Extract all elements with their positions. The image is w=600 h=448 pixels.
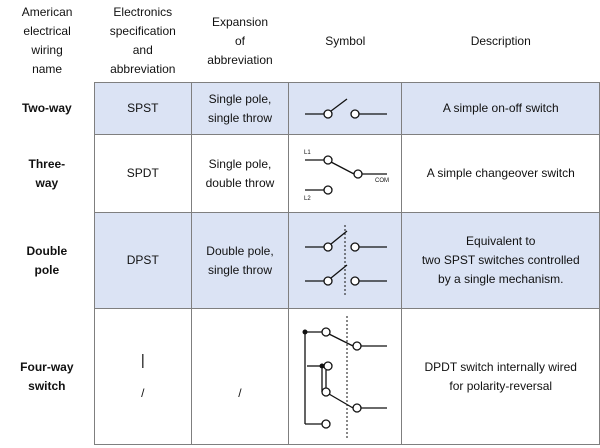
row-expansion-line: / [238, 386, 242, 400]
header-symbol: Symbol [325, 33, 366, 48]
l2-label: L2 [304, 196, 311, 202]
row-expansion-line: double throw [205, 175, 275, 190]
row-name: Three- way [0, 135, 94, 213]
header-name-line: name [32, 62, 63, 77]
header-expansion-line: of [234, 33, 245, 48]
row-name-line: Two-way [21, 101, 72, 115]
row-abbr-line: | [140, 351, 145, 369]
header-name-line: American [21, 5, 73, 20]
row-description-line: by a single mechanism. [438, 272, 564, 286]
dpst-switch-icon [305, 224, 388, 297]
row-description: A simple changeover switch [401, 134, 600, 213]
row-symbol [288, 308, 403, 445]
table-row: Three- way SPDT Single pole, double thro… [0, 134, 600, 213]
table-row: Four-way switch | / / [0, 308, 600, 445]
spdt-switch-icon: L1 COM L2 [304, 150, 389, 202]
row-name: Double pole [0, 213, 94, 309]
header-spec-line: Electronics [113, 5, 173, 19]
header-row: American electrical wiring name Electron… [0, 0, 600, 83]
row-symbol [288, 82, 403, 135]
row-expansion: Double pole, single throw [190, 212, 290, 309]
row-description: A simple on-off switch [401, 82, 600, 135]
com-label: COM [375, 178, 389, 184]
header-description: Description [470, 33, 531, 48]
row-expansion-line: Double pole, [206, 243, 274, 258]
header-name: American electrical wiring name [0, 0, 94, 83]
row-expansion: Single pole, double throw [190, 134, 290, 213]
row-name-line: Three- [28, 156, 66, 171]
row-expansion-line: single throw [207, 110, 272, 125]
table-row: Double pole DPST Double pole, single thr… [0, 212, 600, 309]
header-spec-line: and [132, 43, 153, 57]
table-row: Two-way SPST Single pole, single throw A… [0, 82, 600, 135]
row-description-line: two SPST switches controlled [421, 253, 580, 267]
spst-switch-icon [305, 97, 388, 119]
row-name-line: way [35, 175, 59, 190]
row-abbr: | / [93, 308, 192, 445]
row-abbr: SPST [93, 82, 192, 135]
header-expansion-line: Expansion [211, 14, 268, 29]
row-name-line: Double [26, 243, 68, 258]
row-abbr: SPDT [93, 134, 192, 213]
row-symbol [288, 212, 403, 309]
row-name-line: switch [28, 378, 66, 393]
row-description-line: A simple on-off switch [442, 101, 559, 115]
row-expansion: Single pole, single throw [190, 82, 290, 135]
row-name: Two-way [0, 83, 94, 135]
header-spec-line: abbreviation [110, 62, 176, 76]
row-expansion-line: single throw [207, 262, 272, 277]
row-symbol: L1 COM L2 [288, 134, 403, 213]
header-spec-line: specification [109, 24, 176, 38]
header-expansion: Expansion of abbreviation [191, 0, 288, 83]
row-description: DPDT switch internally wired for polarit… [401, 308, 600, 445]
row-description-line: Equivalent to [466, 234, 536, 248]
l1-label: L1 [304, 150, 311, 156]
row-abbr: DPST [93, 212, 192, 309]
row-name-line: pole [34, 262, 60, 277]
row-description-line: A simple changeover switch [426, 166, 575, 180]
polarity-reversal-switch-icon [302, 315, 388, 438]
row-description: Equivalent to two SPST switches controll… [401, 212, 600, 309]
header-expansion-line: abbreviation [207, 52, 273, 67]
row-expansion-line: Single pole, [208, 156, 272, 171]
row-name-line: Four-way [20, 359, 74, 374]
header-name-line: electrical [23, 24, 71, 39]
row-description-line: DPDT switch internally wired [424, 359, 577, 374]
row-expansion-line: Single pole, [208, 91, 272, 106]
row-expansion: / [190, 308, 290, 445]
row-description-line: for polarity-reversal [449, 378, 553, 393]
row-name: Four-way switch [0, 309, 94, 445]
header-name-line: wiring [31, 43, 63, 58]
row-abbr-line: / [141, 385, 145, 400]
header-spec: Electronics specification and abbreviati… [94, 0, 191, 83]
